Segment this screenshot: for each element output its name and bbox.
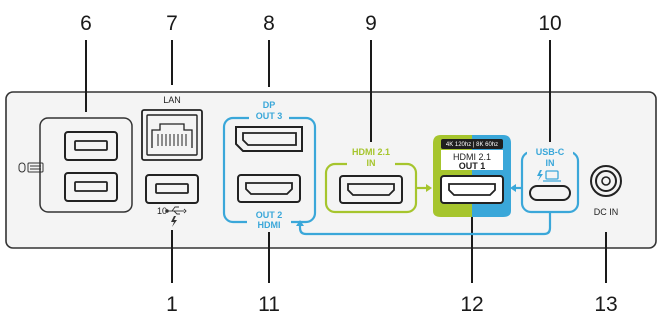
- laptop-icon: [543, 170, 561, 182]
- hdmi-in-label-bg: [347, 145, 395, 167]
- usbc-to-out2-connector: [298, 212, 552, 236]
- callout-12: 12: [460, 293, 483, 316]
- callout-1: 1: [166, 293, 178, 316]
- out1-sub: OUT 1: [459, 161, 486, 171]
- usb-a-charging-port: [145, 174, 199, 204]
- usb-a-port-bottom: [64, 172, 118, 202]
- out1-title: HDMI 2.1: [453, 152, 491, 162]
- callout-10: 10: [538, 12, 561, 35]
- dp-out3-label: OUT 3: [256, 111, 283, 121]
- usbc-label-bg: [527, 145, 573, 167]
- dc-in-label: DC IN: [594, 207, 619, 217]
- callout-9: 9: [365, 12, 377, 35]
- out1-label-bg: [441, 150, 503, 170]
- hdmi-out2-label-bg: [247, 208, 291, 232]
- lan-port: [141, 109, 203, 161]
- hdmi-out2-port: [237, 174, 301, 203]
- callout-7: 7: [166, 12, 178, 35]
- callout-13: 13: [594, 293, 617, 316]
- out1-spec-badge: [441, 139, 503, 149]
- lightning-icon: [171, 216, 177, 227]
- hdmi-in-port: [339, 175, 403, 204]
- blue-arrow-head: [510, 184, 516, 192]
- callout-8: 8: [263, 12, 275, 35]
- green-arrow-head: [426, 184, 432, 192]
- hdmi-label: HDMI: [258, 220, 281, 230]
- usbc-title: USB-C: [536, 147, 565, 157]
- hdmi-in-sub: IN: [367, 158, 376, 168]
- dc-in-label-bg: [588, 204, 624, 218]
- hdmi-out1-port: [440, 175, 504, 204]
- mouse-keyboard-icon: [18, 162, 44, 173]
- usb-a-port-top: [64, 131, 118, 161]
- usbc-sub: IN: [546, 158, 555, 168]
- usb-symbol-icon: [165, 206, 187, 215]
- hdmi-out2-label: OUT 2: [256, 210, 283, 220]
- dc-in-jack: [590, 165, 622, 197]
- connector-arrow-head: [296, 220, 304, 226]
- callout-11: 11: [258, 293, 280, 316]
- dp-label-bg: [249, 106, 289, 124]
- lan-label: LAN: [163, 95, 181, 105]
- usbc-power-icon: [537, 170, 543, 181]
- displayport-port: [235, 126, 303, 152]
- out1-spec: 4K 120hz | 8K 60hz: [446, 142, 498, 148]
- dp-label: DP: [263, 100, 276, 110]
- hdmi-in-title: HDMI 2.1: [352, 147, 390, 157]
- callout-6: 6: [80, 12, 92, 35]
- usbc-port: [529, 185, 571, 201]
- usb-speed-label: 10: [157, 206, 167, 216]
